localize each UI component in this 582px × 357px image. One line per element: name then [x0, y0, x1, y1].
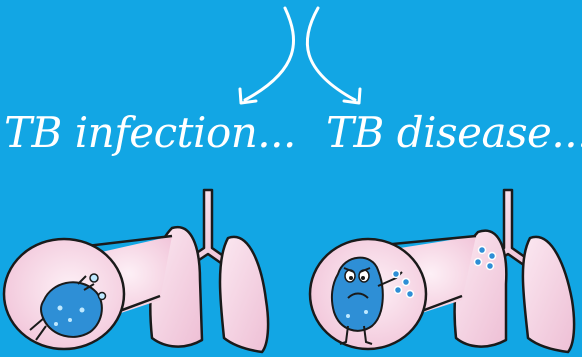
- branching-arrows-icon: [240, 8, 360, 103]
- infection-lungs-icon: [150, 190, 268, 352]
- disease-lungs-icon: [455, 190, 574, 352]
